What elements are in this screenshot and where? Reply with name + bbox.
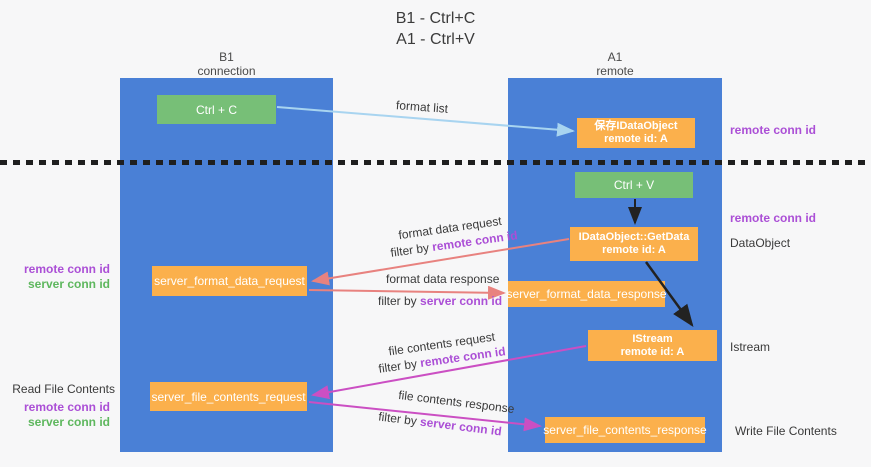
- server-format-data-response-label: server_format_data_response: [506, 287, 667, 301]
- annotation-server-conn-id-left-file: server conn id: [27, 415, 110, 429]
- annotation-istream: Istream: [730, 340, 771, 354]
- istream-remote-id: remote id: A: [620, 345, 685, 358]
- annotation-write-file-contents: Write File Contents: [735, 424, 837, 438]
- server-file-contents-response-box: server_file_contents_response: [543, 417, 707, 443]
- lane-b1-name: B1: [219, 50, 234, 64]
- ctrl-v-box: Ctrl + V: [575, 172, 693, 198]
- annotation-server-conn-id-left-format: server conn id: [27, 277, 110, 291]
- title-line-2: A1 - Ctrl+V: [396, 31, 475, 48]
- filter-term-server-conn-id: server conn id: [419, 414, 503, 439]
- annotation-remote-conn-id-left-format: remote conn id: [23, 262, 110, 276]
- lane-b1-subtitle: connection: [197, 64, 256, 78]
- server-format-data-request-box: server_format_data_request: [152, 266, 307, 296]
- label-format-data-response: format data response: [386, 272, 500, 286]
- server-format-data-request-label: server_format_data_request: [154, 274, 305, 288]
- filter-prefix: filter by: [389, 240, 434, 260]
- getdata-remote-id: remote id: A: [602, 244, 666, 256]
- title-line-1: B1 - Ctrl+C: [395, 10, 476, 27]
- annotation-remote-conn-id-right-top: remote conn id: [730, 123, 817, 137]
- annotation-read-file-contents: Read File Contents: [12, 382, 115, 396]
- filter-prefix: filter by: [378, 294, 421, 308]
- getdata-title: IDataObject::GetData: [578, 231, 690, 243]
- lane-a1-subtitle: remote: [596, 64, 634, 78]
- filter-prefix: filter by: [377, 409, 422, 429]
- filter-prefix: filter by: [377, 356, 422, 376]
- lane-a1-name: A1: [607, 50, 623, 64]
- idataobject-getdata-box: IDataObject::GetData remote id: A: [570, 227, 698, 261]
- diagram-title: B1 - Ctrl+C A1 - Ctrl+V: [0, 8, 871, 50]
- label-file-contents-response: file contents response: [397, 387, 516, 417]
- annotation-dataobject: DataObject: [730, 236, 791, 250]
- ctrl-c-box: Ctrl + C: [157, 95, 276, 124]
- server-file-contents-request-label: server_file_contents_request: [151, 389, 306, 404]
- save-idataobject-box: 保存IDataObject remote id: A: [577, 118, 695, 148]
- lane-header-a1: A1 remote: [508, 50, 722, 78]
- ctrl-c-label: Ctrl + C: [195, 102, 237, 117]
- istream-title: IStream: [632, 332, 673, 345]
- ctrl-v-label: Ctrl + V: [613, 178, 655, 192]
- lane-header-b1: B1 connection: [120, 50, 333, 78]
- istream-box: IStream remote id: A: [588, 330, 717, 361]
- label-format-data-response-filter: filter by server conn id: [378, 294, 502, 308]
- label-file-contents-response-filter: filter by server conn id: [378, 409, 503, 438]
- annotation-remote-conn-id-left-file: remote conn id: [23, 400, 110, 414]
- annotation-remote-conn-id-right-mid: remote conn id: [730, 211, 817, 225]
- filter-term-server-conn-id: server conn id: [420, 294, 503, 308]
- phase-separator-dashed-line: [0, 160, 871, 165]
- save-idataobject-title: 保存IDataObject: [594, 120, 678, 132]
- label-format-list: format list: [395, 98, 449, 116]
- save-idataobject-remote-id: remote id: A: [604, 133, 668, 145]
- server-file-contents-request-box: server_file_contents_request: [150, 382, 307, 411]
- server-file-contents-response-label: server_file_contents_response: [543, 423, 707, 437]
- server-format-data-response-box: server_format_data_response: [506, 281, 667, 307]
- arrow-format-data-response: [308, 285, 506, 300]
